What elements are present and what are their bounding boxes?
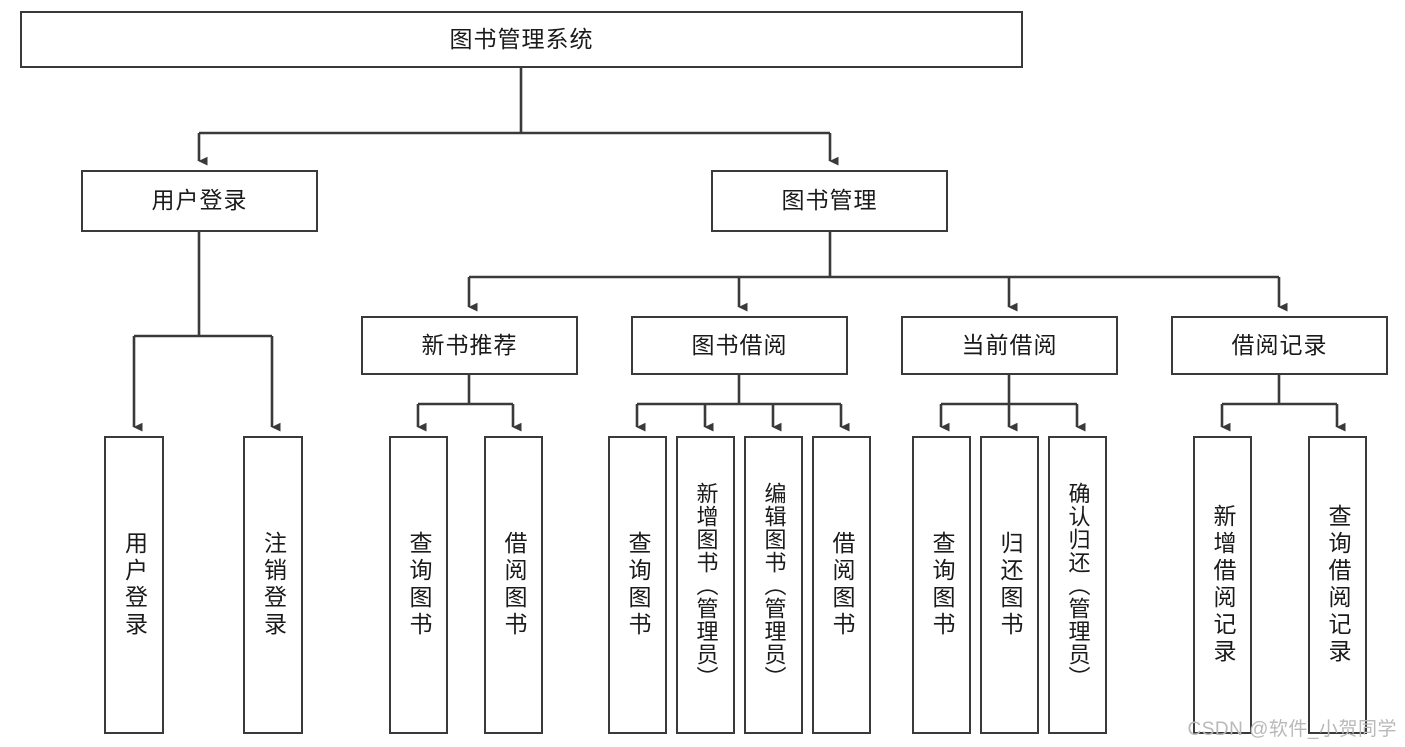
leaf-new-book-query[interactable]: 查询图书 xyxy=(389,436,448,734)
node-book-borrow[interactable]: 图书借阅 xyxy=(631,316,848,375)
node-label: 图书管理 xyxy=(781,187,878,214)
node-label: 编辑图书（管理员） xyxy=(761,481,787,689)
node-label: 确认归还（管理员） xyxy=(1065,481,1091,689)
node-label: 借阅图书 xyxy=(501,531,527,639)
node-root-system[interactable]: 图书管理系统 xyxy=(20,11,1023,68)
node-label: 查询图书 xyxy=(929,531,955,639)
leaf-user-login-login[interactable]: 用户登录 xyxy=(104,436,164,734)
node-label: 图书借阅 xyxy=(691,331,788,358)
leaf-book-borrow-borrow[interactable]: 借阅图书 xyxy=(812,436,871,734)
leaf-current-borrow-confirm-return[interactable]: 确认归还（管理员） xyxy=(1048,436,1107,734)
leaf-borrow-record-add[interactable]: 新增借阅记录 xyxy=(1193,436,1252,734)
leaf-current-borrow-query[interactable]: 查询图书 xyxy=(912,436,971,734)
leaf-new-book-borrow[interactable]: 借阅图书 xyxy=(484,436,543,734)
node-user-login[interactable]: 用户登录 xyxy=(81,170,318,232)
leaf-borrow-record-query[interactable]: 查询借阅记录 xyxy=(1308,436,1367,734)
node-label: 归还图书 xyxy=(997,531,1023,639)
node-label: 查询图书 xyxy=(406,531,432,639)
node-label: 新书推荐 xyxy=(421,331,518,358)
node-label: 图书管理系统 xyxy=(449,25,594,52)
node-label: 查询借阅记录 xyxy=(1325,504,1351,666)
node-label: 新增借阅记录 xyxy=(1210,504,1236,666)
leaf-book-borrow-add[interactable]: 新增图书（管理员） xyxy=(676,436,735,734)
node-new-book-recommend[interactable]: 新书推荐 xyxy=(361,316,578,375)
node-label: 查询图书 xyxy=(625,531,651,639)
node-label: 新增图书（管理员） xyxy=(693,481,719,689)
node-label: 注销登录 xyxy=(260,531,287,639)
node-label: 用户登录 xyxy=(151,187,248,214)
leaf-user-login-logout[interactable]: 注销登录 xyxy=(243,436,303,734)
node-borrow-record[interactable]: 借阅记录 xyxy=(1171,316,1388,375)
leaf-book-borrow-query[interactable]: 查询图书 xyxy=(608,436,667,734)
node-book-management[interactable]: 图书管理 xyxy=(711,170,948,232)
watermark-text: CSDN @软件_小贺同学 xyxy=(1187,719,1397,740)
leaf-book-borrow-edit[interactable]: 编辑图书（管理员） xyxy=(744,436,803,734)
node-label: 用户登录 xyxy=(121,531,148,639)
node-label: 当前借阅 xyxy=(961,331,1058,358)
node-label: 借阅记录 xyxy=(1231,331,1328,358)
node-label: 借阅图书 xyxy=(829,531,855,639)
node-current-borrow[interactable]: 当前借阅 xyxy=(901,316,1118,375)
leaf-current-borrow-return[interactable]: 归还图书 xyxy=(980,436,1039,734)
